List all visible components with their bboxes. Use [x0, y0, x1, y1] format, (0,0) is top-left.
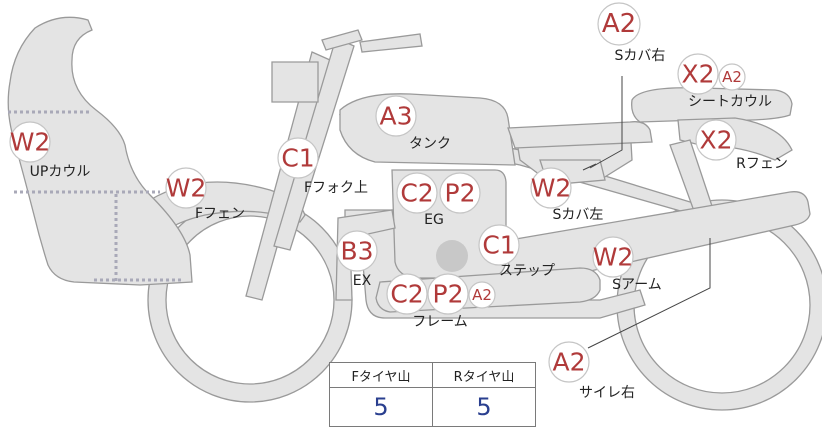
leader-lines — [582, 76, 711, 349]
badge-engine-1: C2 — [396, 172, 438, 214]
label-f-fork-upper: Fフォク上 — [304, 180, 368, 196]
label-silencer-right: サイレ右 — [579, 385, 635, 401]
badge-engine-2: P2 — [439, 172, 481, 214]
svg-text:C1: C1 — [482, 231, 515, 260]
svg-text:A2: A2 — [472, 286, 492, 304]
badge-frame-3: A2 — [468, 281, 496, 309]
label-step: ステップ — [499, 263, 555, 279]
badge-step: C1 — [478, 224, 520, 266]
label-swing-arm: Sアーム — [612, 277, 662, 293]
front-tread-header: Fタイヤ山 — [329, 362, 433, 388]
label-seat-cowl: シートカウル — [688, 94, 772, 110]
badge-up-cowl: W2 — [9, 121, 51, 163]
badge-f-fork-upper: C1 — [277, 137, 319, 179]
svg-text:B3: B3 — [340, 237, 373, 266]
svg-text:C1: C1 — [281, 144, 314, 173]
svg-text:W2: W2 — [593, 243, 634, 272]
tank-shape — [339, 93, 516, 166]
svg-text:A2: A2 — [722, 68, 742, 86]
badge-frame-2: P2 — [427, 273, 469, 315]
label-s-cover-left: Sカバ左 — [553, 207, 604, 223]
headlight-shape — [271, 61, 319, 103]
svg-text:C2: C2 — [400, 179, 433, 208]
label-f-fender: Fフェン — [195, 206, 245, 222]
badge-exhaust: B3 — [336, 230, 378, 272]
svg-text:P2: P2 — [433, 280, 464, 309]
badge-frame-1: C2 — [386, 273, 428, 315]
label-up-cowl: UPカウル — [30, 164, 91, 180]
seat-cowl-shape — [631, 87, 793, 123]
rear-tread-value: 5 — [432, 387, 536, 427]
label-s-cover-right: Sカバ右 — [615, 48, 666, 64]
badge-r-fender: X2 — [695, 119, 737, 161]
svg-text:A3: A3 — [379, 102, 412, 131]
label-frame: フレーム — [412, 314, 468, 330]
label-exhaust: EX — [353, 273, 372, 289]
rear-tread-header: Rタイヤ山 — [432, 362, 536, 388]
tire-tread-table: Fタイヤ山 Rタイヤ山 5 5 — [329, 362, 536, 427]
front-wheel — [147, 197, 353, 403]
seat-shape — [507, 121, 653, 149]
label-tank: タンク — [409, 136, 451, 152]
svg-text:W2: W2 — [531, 174, 572, 203]
damage-badges: A2 X2 A2 X2 A3 C1 W2 W2 C2 P2 W2 B3 C1 C… — [9, 2, 746, 383]
svg-text:A2: A2 — [602, 9, 636, 39]
badge-seat-cowl-minor: A2 — [718, 63, 746, 91]
badge-tank: A3 — [375, 95, 417, 137]
svg-text:W2: W2 — [10, 128, 51, 157]
part-labels: Sカバ右 シートカウル Rフェン タンク Fフォク上 UPカウル Fフェン EG… — [30, 48, 788, 401]
badge-s-cover-left: W2 — [530, 167, 572, 209]
svg-text:X2: X2 — [699, 126, 732, 155]
svg-text:A2: A2 — [552, 348, 585, 377]
front-tread-value: 5 — [329, 387, 433, 427]
badge-f-fender: W2 — [165, 167, 207, 209]
badge-swing-arm: W2 — [592, 236, 634, 278]
svg-text:X2: X2 — [681, 60, 714, 89]
label-engine: EG — [424, 212, 444, 228]
badge-silencer-right: A2 — [548, 341, 590, 383]
badge-seat-cowl-main: X2 — [677, 53, 719, 95]
svg-text:P2: P2 — [445, 179, 476, 208]
svg-text:W2: W2 — [166, 174, 207, 203]
badge-s-cover-right: A2 — [597, 2, 641, 46]
svg-text:C2: C2 — [390, 280, 423, 309]
label-r-fender: Rフェン — [736, 156, 788, 172]
